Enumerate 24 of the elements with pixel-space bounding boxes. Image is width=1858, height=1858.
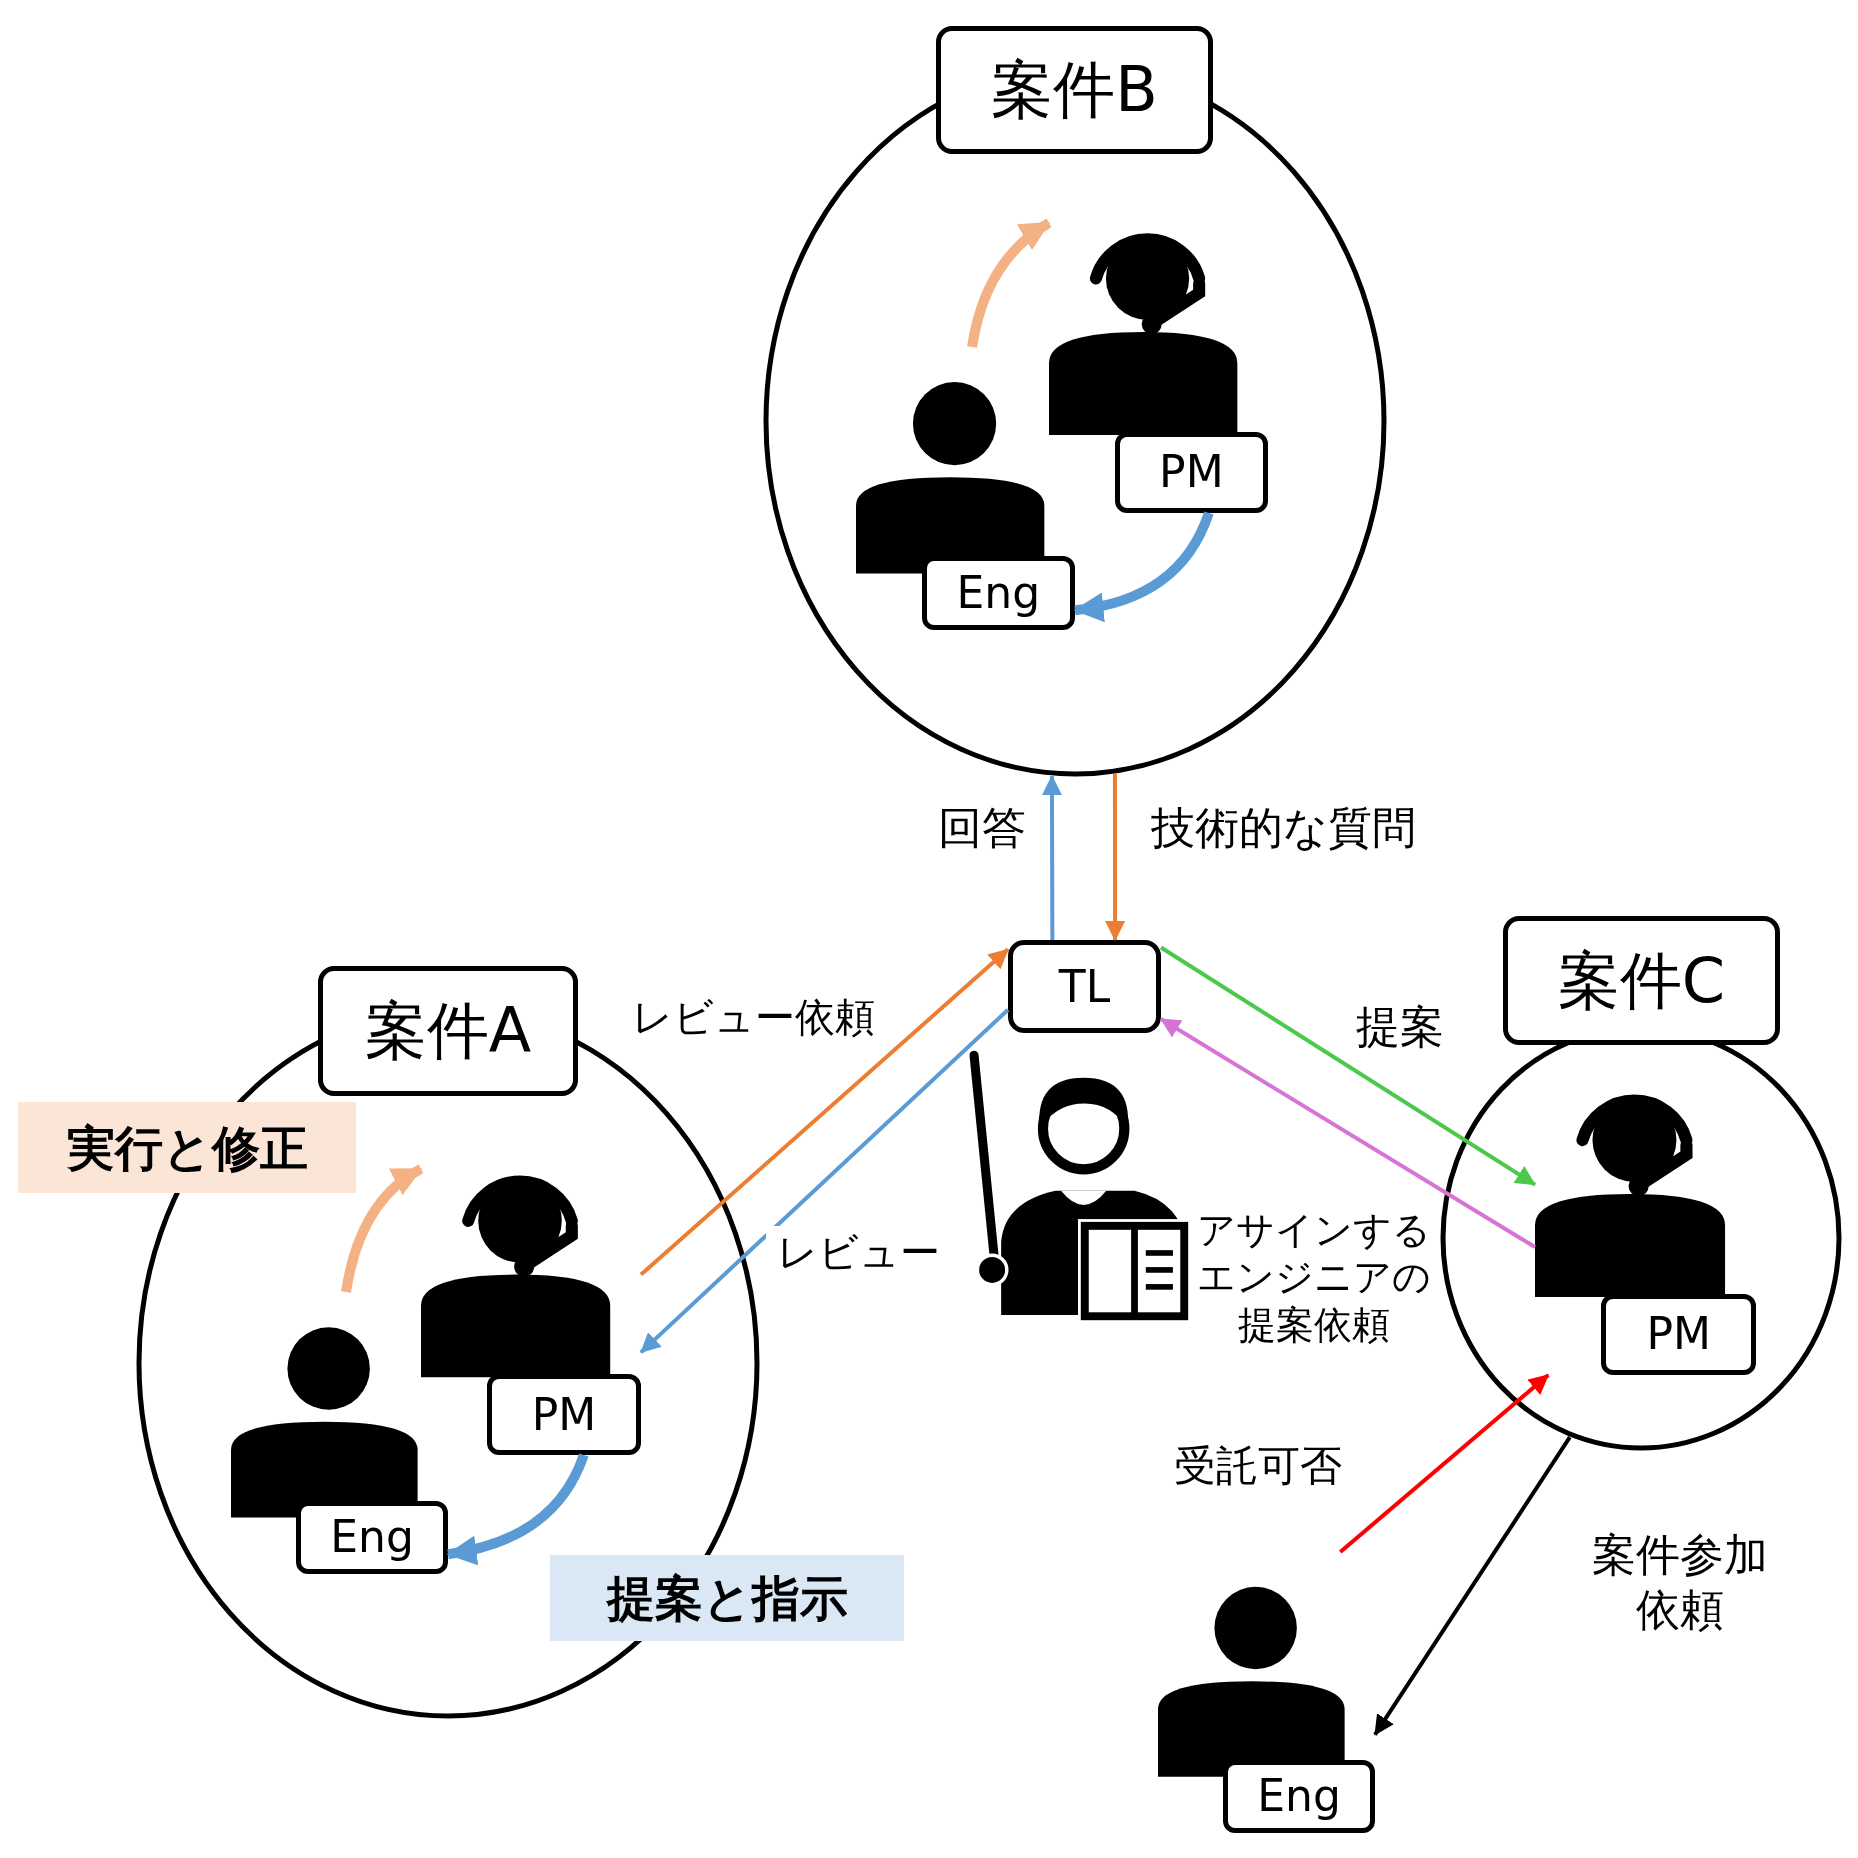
highlight-label: 提案と指示 — [550, 1555, 904, 1641]
arrow — [1373, 1436, 1572, 1736]
arrow — [446, 1453, 589, 1565]
arrow — [639, 1008, 1010, 1354]
role-label: PM — [1601, 1293, 1756, 1375]
arrow — [639, 947, 1010, 1277]
arrow — [1159, 1017, 1537, 1249]
project-title-box: 案件A — [318, 966, 578, 1096]
role-label: Eng — [1223, 1759, 1375, 1833]
role-label: Eng — [921, 556, 1075, 630]
arrow — [1159, 945, 1537, 1187]
arrow — [1041, 775, 1062, 940]
arrow — [1073, 511, 1214, 622]
arrow — [341, 1164, 424, 1293]
arrow — [1105, 774, 1126, 941]
project-title-box: 案件C — [1503, 916, 1780, 1045]
arrow — [967, 218, 1052, 348]
project-title-box: 案件B — [936, 26, 1213, 154]
role-label: PM — [1114, 431, 1268, 513]
arrow — [1339, 1373, 1550, 1554]
role-label: Eng — [296, 1500, 448, 1574]
role-label: PM — [487, 1374, 641, 1455]
team-lead-box: TL — [1008, 940, 1161, 1033]
highlight-label: 実行と修正 — [18, 1102, 356, 1193]
